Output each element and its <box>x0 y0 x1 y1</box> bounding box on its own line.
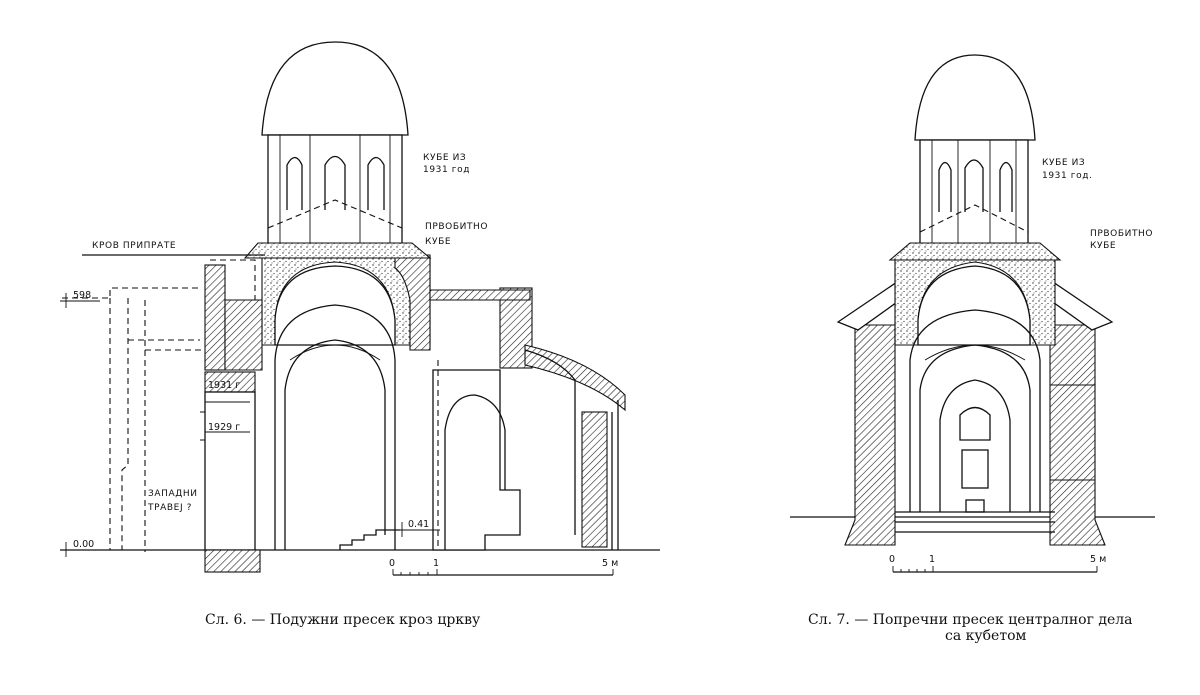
east-sanctuary <box>429 287 626 551</box>
year-1931-label: 1931 г <box>208 380 240 391</box>
figure-7-cross-section: КУБЕ ИЗ 1931 год. ПРВОБИТНО КУБЕ 0 1 5 м <box>790 54 1155 573</box>
dome-1931 <box>243 41 432 259</box>
original-dome-label-fig7-1: ПРВОБИТНО <box>1090 229 1153 239</box>
figure-7-caption-line2: са кубетом <box>945 628 1027 644</box>
figure-6-caption: Сл. 6. — Подужни пресек кроз цркву <box>205 612 481 628</box>
svg-text:0: 0 <box>889 554 895 565</box>
right-wall <box>1049 324 1106 546</box>
west-bay-label-2: ТРАВЕЈ ? <box>147 503 192 513</box>
level-041: 0.41 <box>408 519 429 530</box>
west-wall <box>204 264 261 573</box>
year-1929-label: 1929 г <box>208 422 240 433</box>
figure-6-longitudinal-section: КРОВ ПРИПРАТЕ КУБЕ ИЗ 1931 год ПРВОБИТНО… <box>60 41 660 576</box>
level-marks: 598 0.00 0.41 <box>60 290 440 557</box>
central-bay <box>224 254 431 550</box>
west-bay-dashed-outline <box>62 259 256 552</box>
svg-text:1: 1 <box>929 554 935 565</box>
level-598: 598 <box>73 290 91 301</box>
dome-1931-label-fig7-2: 1931 год. <box>1042 171 1092 181</box>
svg-text:5 м: 5 м <box>1090 554 1106 565</box>
west-bay-label-1: ЗАПАДНИ <box>148 489 198 499</box>
svg-text:5 м: 5 м <box>602 558 618 569</box>
scale-bar-fig7: 0 1 5 м <box>889 554 1106 573</box>
figure-7-caption-line1: Сл. 7. — Попречни пресек централног дела <box>808 612 1133 628</box>
svg-text:0: 0 <box>389 558 395 569</box>
original-dome-label-1: ПРВОБИТНО <box>425 222 488 232</box>
original-dome-label-2: КУБЕ <box>425 237 451 247</box>
level-000: 0.00 <box>73 539 94 550</box>
scale-bar-fig6: 0 1 5 м <box>389 558 618 576</box>
dome-1931-label-1: КУБЕ ИЗ <box>423 153 466 163</box>
dome-1931-label-2: 1931 год <box>423 165 470 175</box>
svg-text:1: 1 <box>433 558 439 569</box>
dome-1931-label-fig7-1: КУБЕ ИЗ <box>1042 158 1085 168</box>
left-wall <box>844 324 896 546</box>
original-dome-label-fig7-2: КУБЕ <box>1090 241 1116 251</box>
narthex-roof-label: КРОВ ПРИПРАТЕ <box>92 241 176 251</box>
